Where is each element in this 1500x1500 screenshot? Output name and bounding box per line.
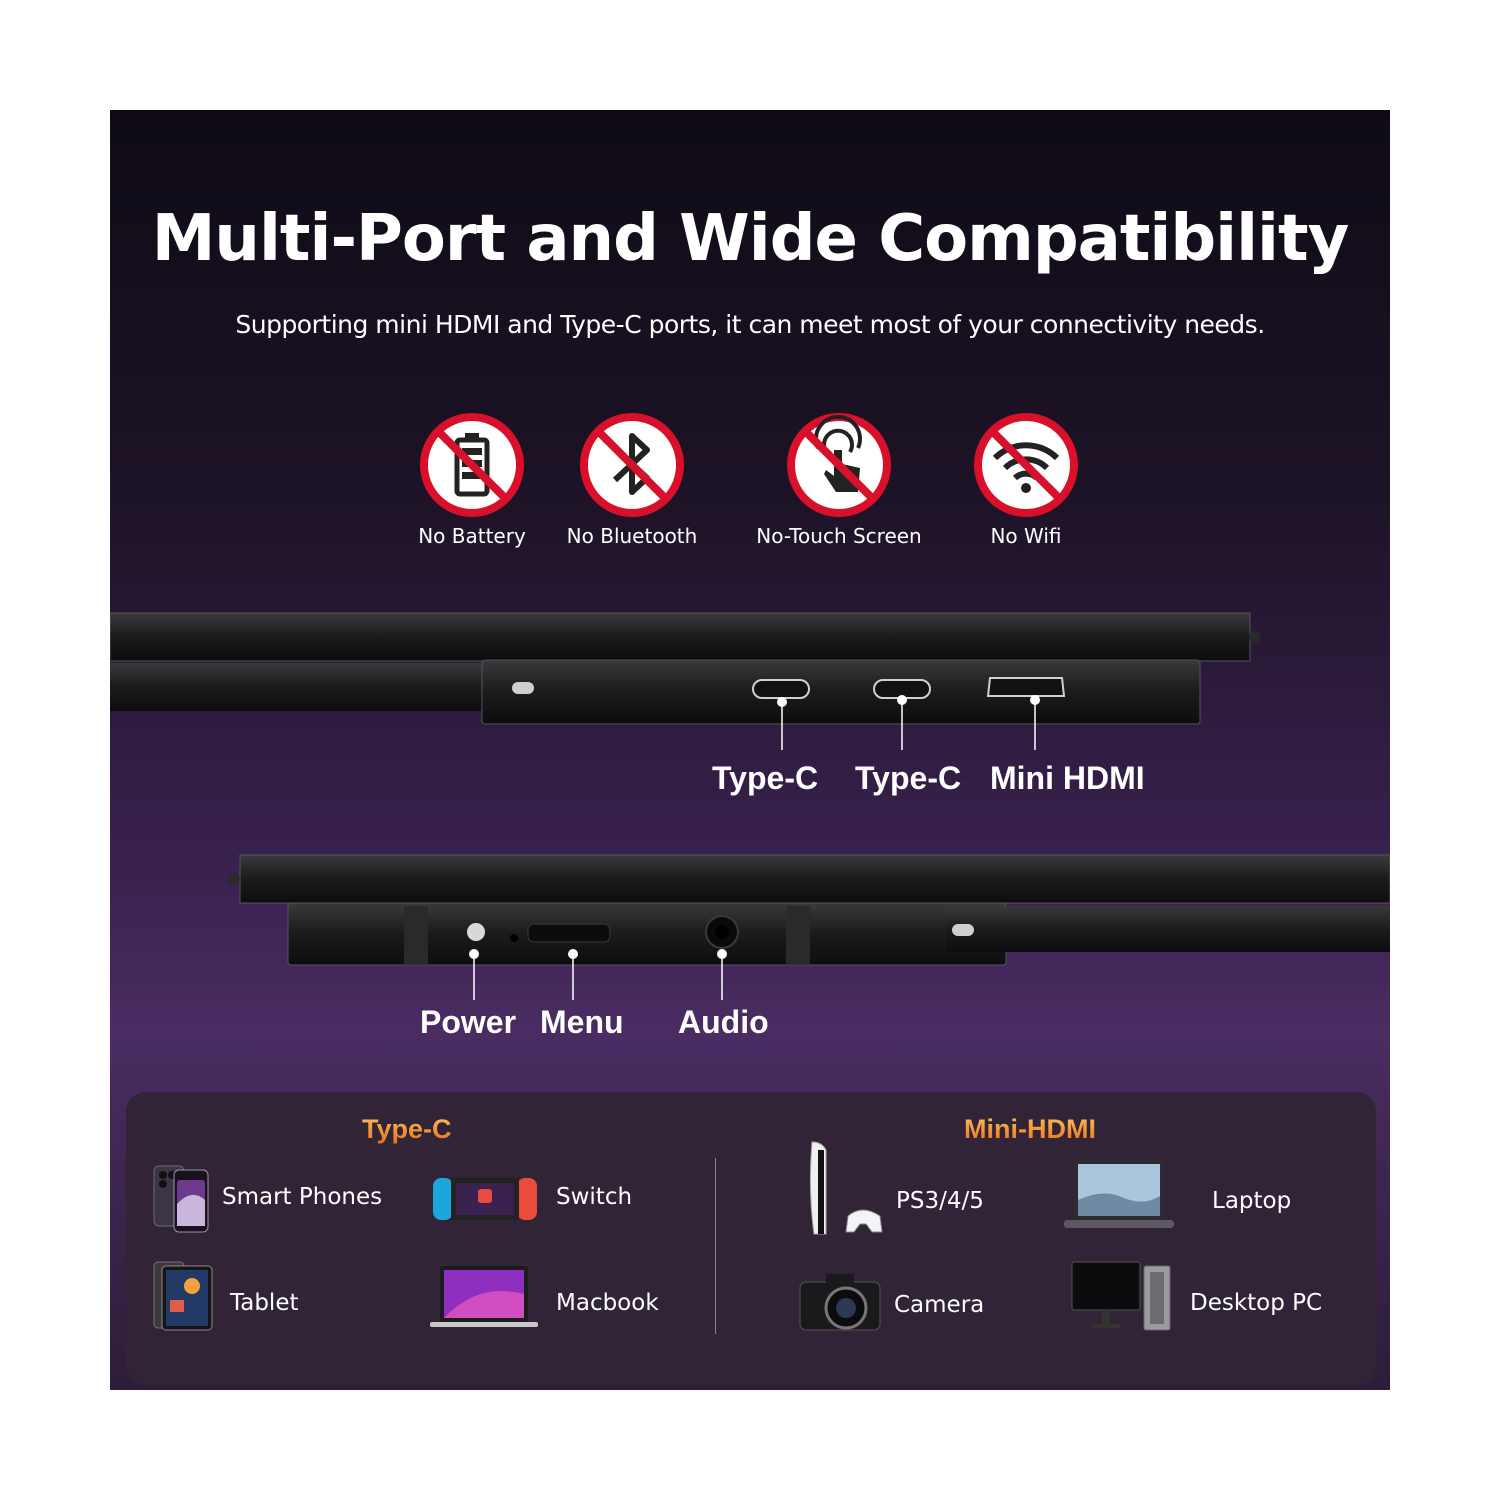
compat-item-switch: Switch [556,1184,633,1210]
compat-item-ps: PS3/4/5 [896,1188,984,1214]
port-label-menu: Menu [540,1004,624,1040]
feature-label: No Bluetooth [566,524,698,548]
no-bluetooth-icon [580,413,684,517]
port-label-audio: Audio [678,1004,769,1040]
power-button [467,923,485,1000]
camera-icon [799,1274,881,1331]
page-title: Multi-Port and Wide Compatibility [151,202,1350,276]
compat-item-desktop-pc: Desktop PC [1190,1290,1323,1316]
feature-no-touch: No-Touch Screen [739,412,939,548]
compatibility-card: Type-C Mini-HDMI Smart Phones Switch [126,1092,1376,1386]
feature-label: No Wifi [990,524,1062,548]
typec-heading: Type-C [362,1114,452,1144]
compat-item-tablet: Tablet [230,1290,299,1316]
no-wifi-icon [974,413,1078,517]
product-panel: Multi-Port and Wide Compatibility Suppor… [110,110,1390,1390]
compat-item-macbook: Macbook [556,1290,659,1316]
desktop-pc-icon [1071,1261,1171,1331]
column-divider [715,1158,716,1334]
port-label-mini-hdmi: Mini HDMI [990,760,1145,796]
typec-port-2 [873,679,931,750]
compat-item-laptop: Laptop [1212,1188,1292,1214]
playstation-icon [809,1141,883,1235]
feature-no-bluetooth: No Bluetooth [532,412,732,548]
monitor-side-views [110,612,1390,1000]
feature-no-battery: No Battery [372,412,572,548]
smartphone-icon [153,1165,209,1233]
port-label-typec-1: Type-C [712,760,819,796]
typec-port-1 [752,679,810,750]
port-label-power: Power [420,1004,517,1040]
laptop-icon [1064,1160,1174,1228]
audio-jack [705,915,739,1000]
page-subtitle: Supporting mini HDMI and Type-C ports, i… [235,310,1265,339]
monitor-bottom-view [228,854,1390,1000]
feature-label: No-Touch Screen [756,524,922,548]
port-label-typec-2: Type-C [855,760,962,796]
switch-console-icon [433,1178,537,1220]
mini-hdmi-heading: Mini-HDMI [964,1114,1096,1144]
feature-label: No Battery [418,524,526,548]
menu-wheel [527,923,611,1000]
compat-item-camera: Camera [894,1292,985,1318]
no-touch-icon [787,413,891,517]
monitor-top-view [110,612,1261,750]
compat-item-smart-phones: Smart Phones [222,1184,383,1210]
feature-no-wifi: No Wifi [926,412,1126,548]
mini-hdmi-port [986,677,1066,750]
no-battery-icon [420,413,524,517]
tablet-icon [153,1261,213,1331]
macbook-icon [430,1266,538,1327]
